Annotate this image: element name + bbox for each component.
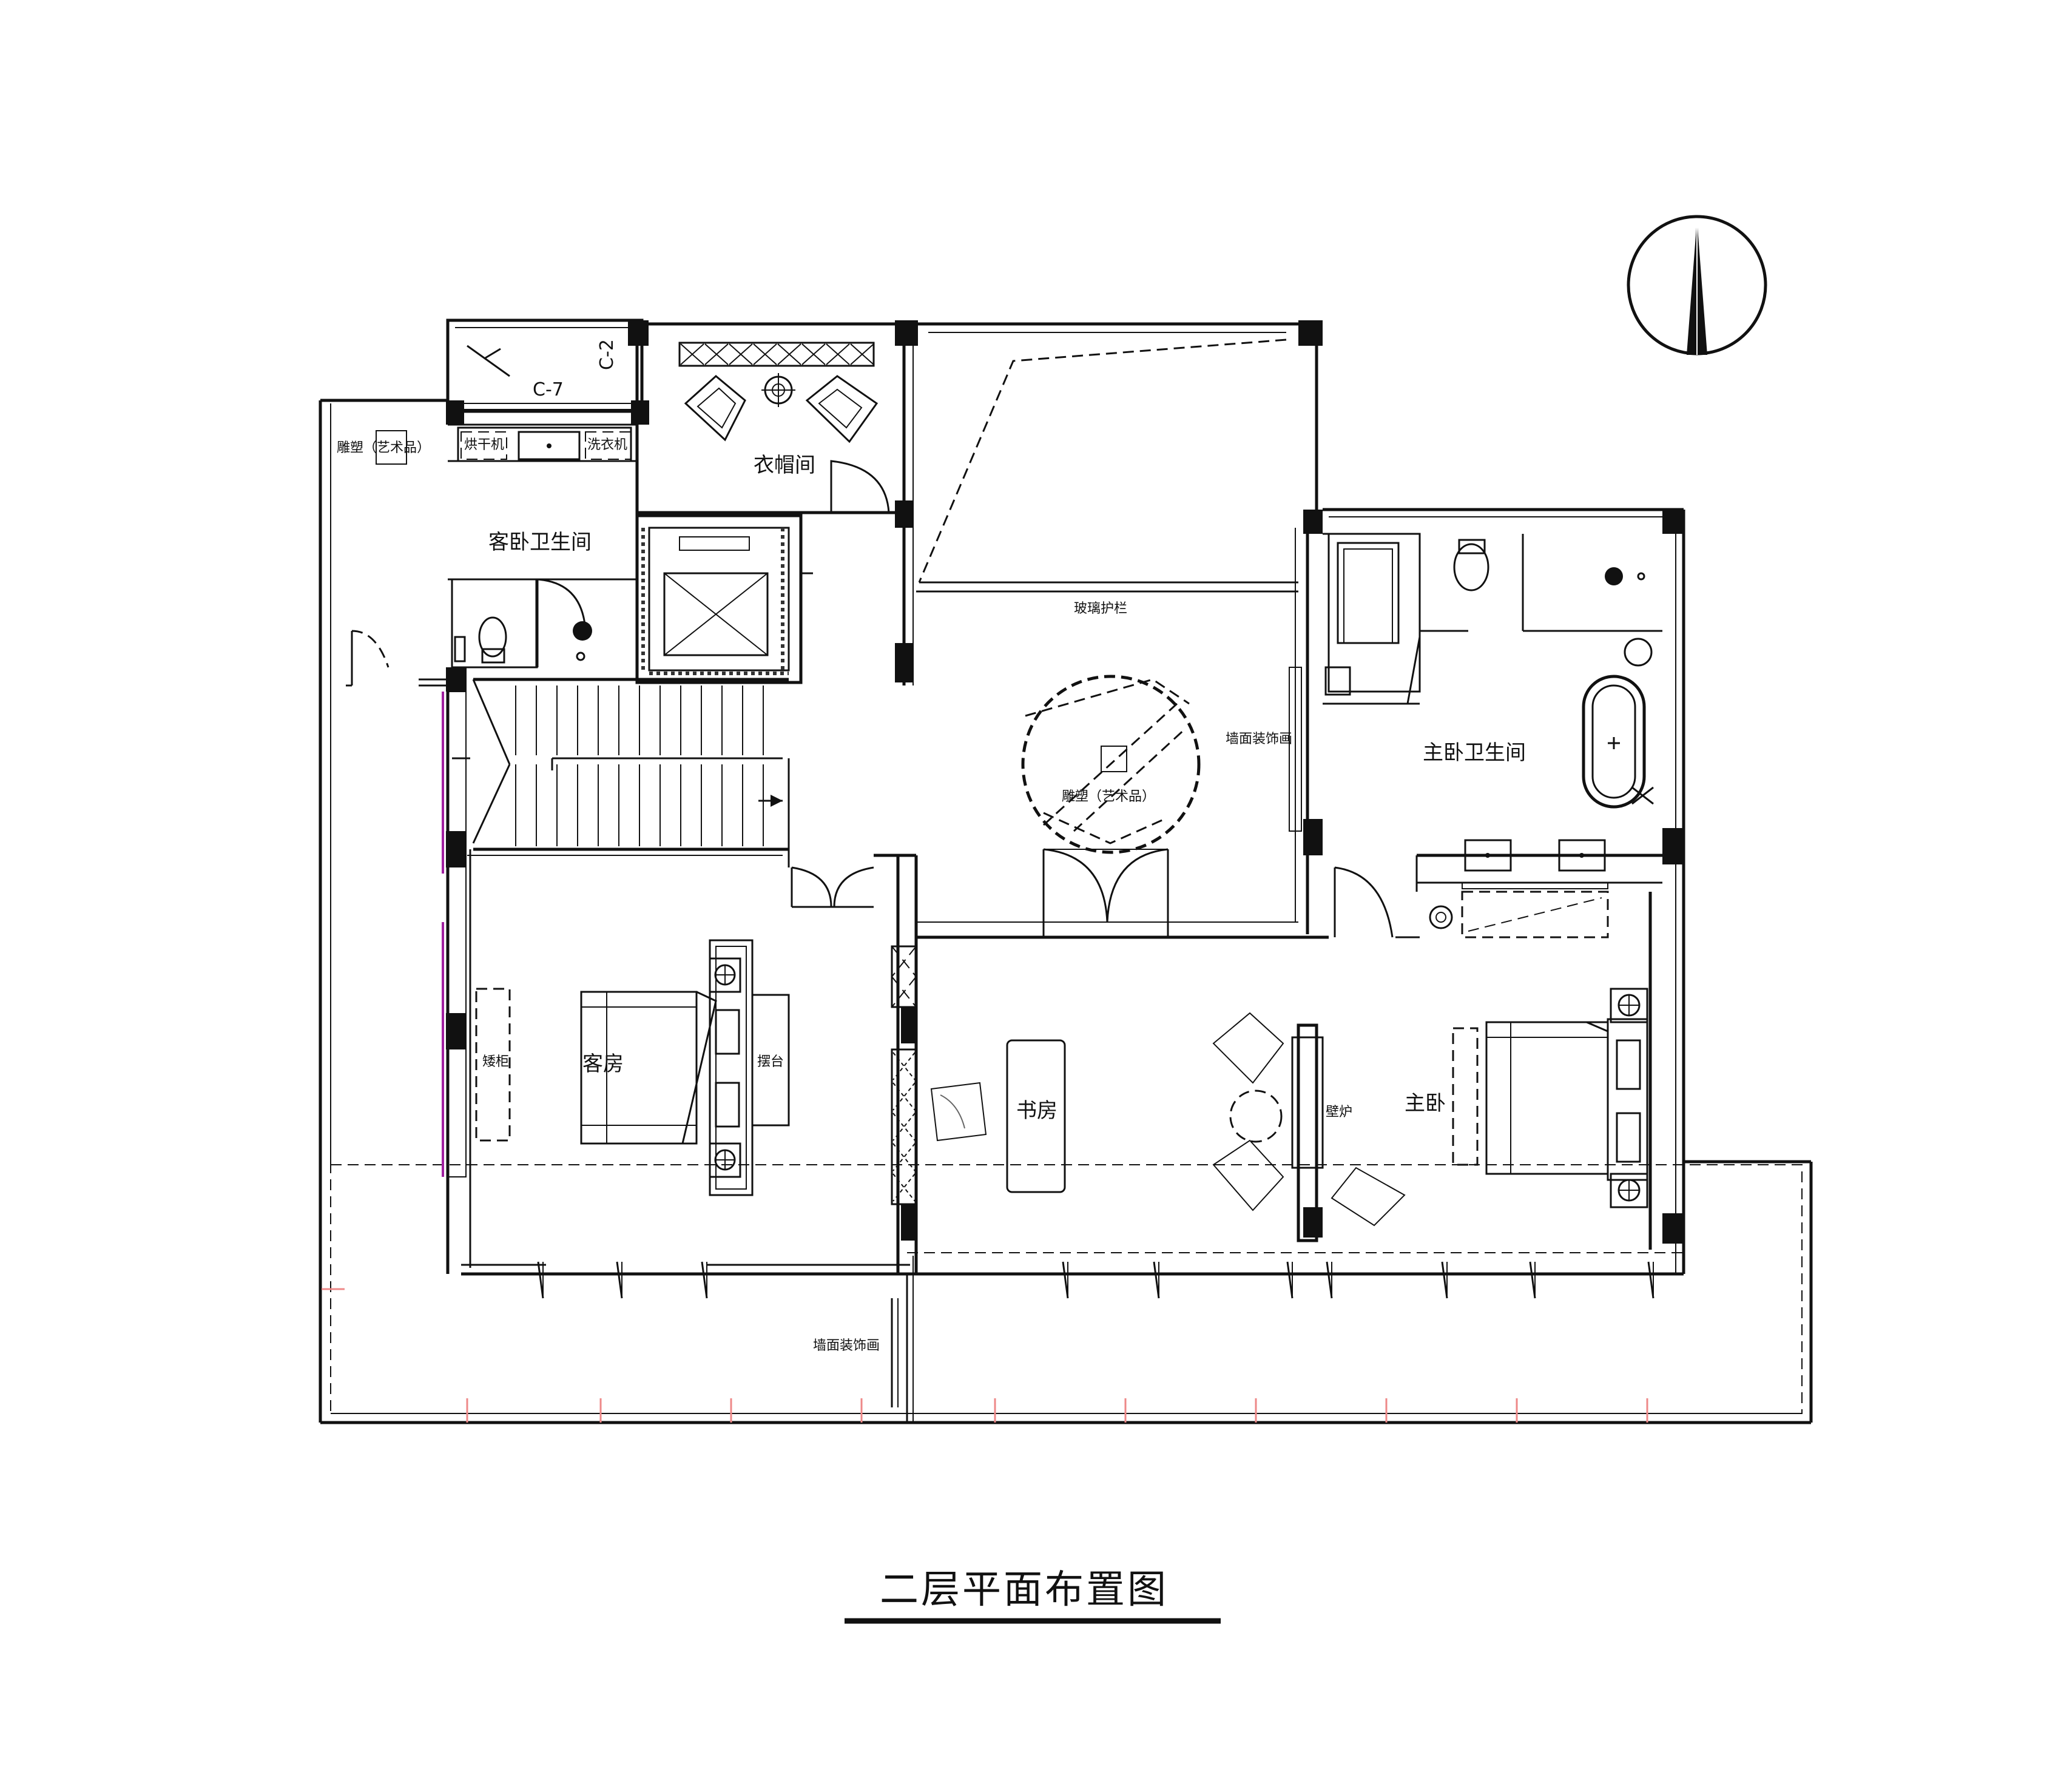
window-tag-c7: C-7 <box>533 379 564 400</box>
guest-bath-fixtures <box>451 578 592 669</box>
label-side-table: 摆台 <box>757 1054 784 1069</box>
sculpture-left: 雕塑（艺术品） <box>337 430 446 687</box>
label-wall-painting-right: 墙面装饰画 <box>1226 732 1292 747</box>
label-glass-railing: 玻璃护栏 <box>1074 601 1127 616</box>
storage-cabinets <box>891 945 917 1205</box>
armchair-icon <box>1331 1167 1406 1227</box>
armchair-icon <box>1212 1139 1284 1211</box>
room-label-master-bedroom: 主卧 <box>1405 1091 1446 1116</box>
armchair-icon <box>930 1082 987 1142</box>
armchair-icon <box>1212 1012 1284 1084</box>
room-label-guest-bath: 客卧卫生间 <box>488 530 592 554</box>
study-doors <box>1042 848 1169 937</box>
room-label-guest-room: 客房 <box>582 1052 624 1076</box>
toilet-icon <box>1453 539 1489 591</box>
staircase <box>452 679 783 846</box>
guest-room-door <box>791 866 874 908</box>
lamp-icon <box>1610 988 1648 1023</box>
armchair-icon <box>684 375 746 442</box>
armchair-icon <box>805 375 879 443</box>
north-arrow-icon <box>1627 215 1767 355</box>
room-label-master-bath: 主卧卫生间 <box>1423 741 1526 765</box>
washer-label: 洗衣机 <box>587 437 627 453</box>
interior-walls <box>448 328 1662 1274</box>
room-label-study: 书房 <box>1016 1099 1057 1123</box>
lamp-icon <box>709 957 741 993</box>
balcony-window: C-7 C-2 <box>449 339 631 410</box>
label-sculpture-center: 雕塑（艺术品） <box>1062 789 1155 804</box>
room-label-cloakroom: 衣帽间 <box>754 453 815 477</box>
cloakroom-fixtures <box>678 342 890 513</box>
lift-shaft <box>635 514 813 684</box>
label-dresser: 矮柜 <box>482 1054 509 1069</box>
laundry-counter: 烘干机 洗衣机 <box>457 426 632 462</box>
lamp-icon <box>1610 1173 1648 1208</box>
label-wall-painting-bottom: 墙面装饰画 <box>813 1338 880 1353</box>
terrace-wall-painting <box>891 1256 914 1423</box>
label-fireplace: 壁炉 <box>1326 1105 1352 1120</box>
bed-icon <box>1485 1021 1609 1175</box>
guest-room-furniture <box>475 939 790 1196</box>
dryer-label: 烘干机 <box>464 437 504 453</box>
structural-columns <box>446 320 1684 1244</box>
exterior-walls <box>319 318 1813 1424</box>
left-window <box>442 691 467 1177</box>
window-tag-c2: C-2 <box>596 339 618 370</box>
study-furniture <box>930 1012 1406 1227</box>
sculpture-left-label: 雕塑（艺术品） <box>337 440 430 456</box>
bathtub-icon <box>1582 675 1646 809</box>
sculpture-center <box>1021 675 1201 854</box>
lamp-icon <box>709 1142 741 1178</box>
master-bath-fixtures <box>1324 533 1654 938</box>
sliding-door-marks <box>322 1261 1655 1423</box>
atrium-void <box>918 339 1302 922</box>
drawing-title: 二层平面布置图 <box>880 1568 1169 1612</box>
master-bedroom-furniture <box>1452 988 1648 1208</box>
